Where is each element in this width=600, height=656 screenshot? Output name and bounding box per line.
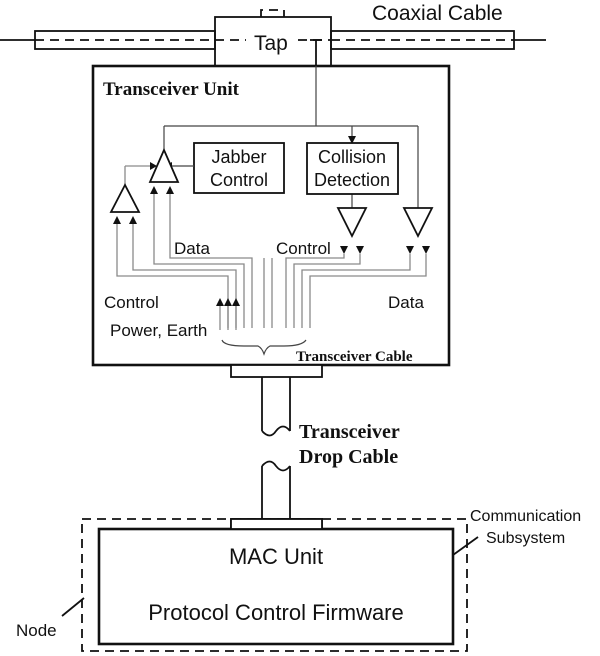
- transceiver-unit-title: Transceiver Unit: [103, 79, 240, 100]
- comm-subsystem-leader: [452, 536, 479, 556]
- transceiver-signal-wires: [116, 194, 427, 330]
- node-leader: [61, 597, 85, 617]
- collision-detection-label-line1: Collision: [318, 147, 386, 167]
- tap-label: Tap: [254, 32, 288, 55]
- data-label-right: Data: [388, 293, 424, 312]
- mac-unit-box: [97, 527, 455, 646]
- drop-cable-label-line1: Transceiver: [299, 421, 400, 443]
- transceiver-cable-label: Transceiver Cable: [296, 349, 413, 365]
- collision-detection-box: [306, 142, 399, 195]
- rx-receiver-amplifier: [402, 207, 434, 239]
- coaxial-cable-label: Coaxial Cable: [372, 2, 503, 25]
- drop-cable-label-line2: Drop Cable: [299, 446, 398, 468]
- power-earth-label: Power, Earth: [110, 321, 207, 340]
- left-driver-amplifier: [109, 183, 141, 213]
- transceiver-cable-brace: [221, 339, 307, 356]
- data-label-left: Data: [174, 239, 210, 258]
- jabber-control-box: [193, 142, 285, 194]
- comm-subsystem-label-line1: Communication: [470, 508, 581, 525]
- mac-unit-label: MAC Unit: [229, 544, 323, 569]
- jabber-control-label-line2: Control: [210, 170, 268, 190]
- protocol-firmware-label: Protocol Control Firmware: [148, 600, 404, 625]
- control-label-mid: Control: [276, 239, 331, 258]
- node-label: Node: [16, 621, 57, 640]
- collision-detection-label-line2: Detection: [314, 170, 390, 190]
- comm-subsystem-label-line2: Subsystem: [486, 530, 565, 547]
- node-boundary: [81, 518, 468, 652]
- jabber-control-label-line1: Jabber: [211, 147, 266, 167]
- collision-receiver-amplifier: [336, 207, 368, 239]
- coaxial-cable: [0, 30, 546, 50]
- control-label-left: Control: [104, 293, 159, 312]
